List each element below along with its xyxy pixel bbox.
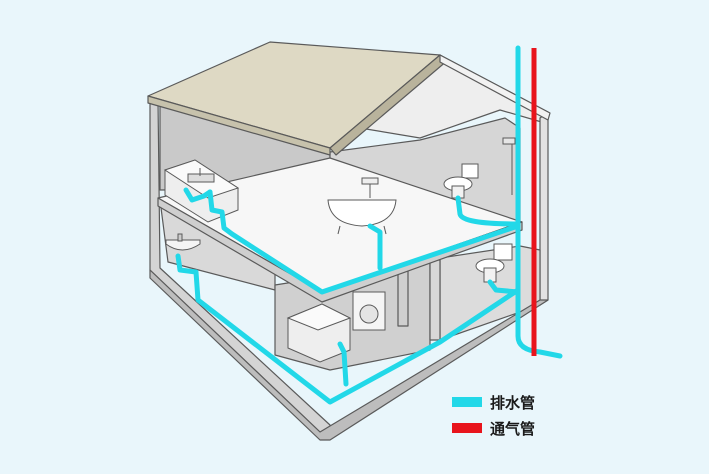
fixtures: [163, 137, 516, 363]
ground-slab: [149, 269, 549, 441]
drain-pipe-swatch: [452, 397, 482, 407]
right-outer-wall: [539, 111, 549, 306]
bathtub: [327, 177, 397, 235]
kitchen-drain: [183, 187, 213, 203]
shower: [502, 137, 516, 195]
wash-basin: [165, 233, 201, 251]
right-eave: [439, 54, 551, 121]
laundry-cabinet: [286, 303, 352, 363]
washer-drain: [337, 341, 349, 387]
toilet-lower: [475, 243, 513, 283]
partition-post: [429, 259, 441, 341]
partition-post: [397, 267, 409, 327]
legend-item-vent: 通气管: [452, 418, 535, 438]
drain-stack: [515, 45, 563, 359]
legend: 排水管 通气管: [452, 392, 535, 438]
toilet-upper-drain: [455, 195, 521, 227]
upper-drain-run: [207, 189, 521, 295]
washing-machine: [352, 291, 386, 331]
lower-drain-run: [175, 253, 521, 405]
drain-pipes: [175, 45, 563, 405]
drain-pipe-label: 排水管: [490, 393, 536, 412]
toilet-lower-drain: [487, 279, 521, 295]
kitchen-sink: [163, 159, 240, 223]
vent-pipe-swatch: [452, 423, 482, 433]
vent-pipe-label: 通气管: [490, 419, 536, 438]
bathtub-drain: [367, 223, 383, 271]
house-structure: [147, 41, 551, 441]
roof-edge: [147, 95, 331, 156]
legend-item-drain: 排水管: [452, 392, 535, 412]
toilet-upper: [443, 163, 479, 199]
